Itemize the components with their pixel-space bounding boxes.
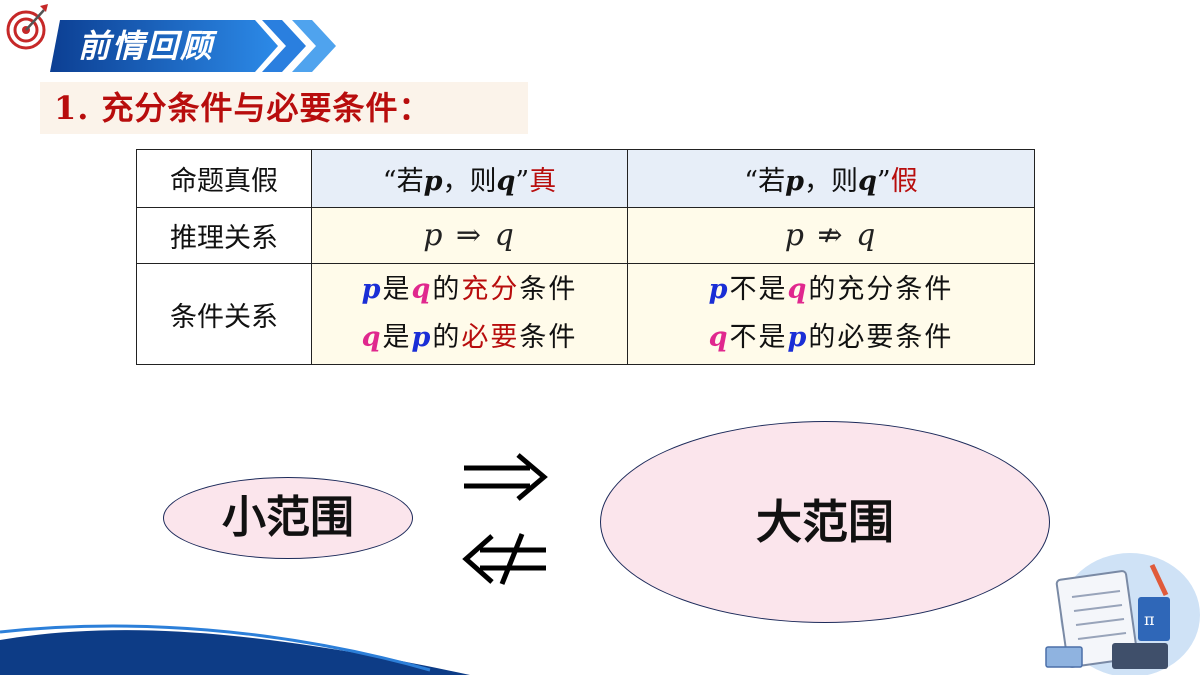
line-not-sufficient: p不是q的充分条件	[708, 274, 954, 305]
math-not-implies: p ⇏ q	[784, 218, 878, 253]
table-row: 条件关系 p是q的充分条件 q是p的必要条件 p不是q的充分条件 q不是p的必要…	[136, 263, 1035, 365]
implies-arrow-icon	[464, 453, 548, 501]
text: ”	[876, 166, 891, 197]
cell-if-p-then-q-false: “若p，则q”假	[627, 149, 1035, 208]
small-range-label: 小范围	[222, 492, 354, 543]
cell-label-condition: 条件关系	[136, 263, 312, 365]
var-q: q	[496, 166, 516, 197]
var-p: p	[423, 166, 443, 197]
cell-label-truth: 命题真假	[136, 149, 312, 208]
line-necessary: q是p的必要条件	[361, 322, 578, 353]
big-range-label: 大范围	[756, 495, 894, 549]
cell-sufficient-necessary: p是q的充分条件 q是p的必要条件	[311, 263, 628, 365]
tag-true: 真	[529, 166, 557, 197]
bottom-wave-decoration	[0, 624, 470, 675]
banner-title: 前情回顾	[78, 27, 215, 65]
math-notebook-illustration: π	[1045, 553, 1200, 675]
text: ，则	[804, 166, 858, 197]
tag-false: 假	[890, 166, 918, 197]
section-title: 1. 充分条件与必要条件：	[54, 89, 432, 127]
cell-if-p-then-q-true: “若p，则q”真	[311, 149, 628, 208]
text: “若	[744, 166, 786, 197]
text: “若	[382, 166, 424, 197]
svg-text:π: π	[1144, 610, 1155, 629]
condition-table: 命题真假 “若p，则q”真 “若p，则q”假 推理关系 p ⇒ q p ⇏ q …	[136, 149, 1035, 365]
text: ，则	[442, 166, 497, 197]
line-not-necessary: q不是p的必要条件	[708, 322, 954, 353]
text: ”	[515, 166, 530, 197]
small-range-ellipse: 小范围	[163, 477, 413, 559]
header-banner	[50, 20, 336, 72]
math-implies: p ⇒ q	[423, 218, 516, 253]
table-row: 命题真假 “若p，则q”真 “若p，则q”假	[136, 149, 1035, 208]
not-implied-arrow-icon	[462, 533, 546, 585]
section-heading: 1. 充分条件与必要条件：	[40, 82, 528, 134]
var-p: p	[785, 166, 804, 197]
table-row: 推理关系 p ⇒ q p ⇏ q	[136, 207, 1035, 264]
cell-not-implies: p ⇏ q	[627, 207, 1035, 264]
cell-not-sufficient-necessary: p不是q的充分条件 q不是p的必要条件	[627, 263, 1035, 365]
line-sufficient: p是q的充分条件	[361, 274, 578, 305]
cell-label-inference: 推理关系	[136, 207, 312, 264]
big-range-ellipse: 大范围	[600, 421, 1050, 623]
var-q: q	[858, 166, 877, 197]
target-dart-icon	[6, 4, 48, 50]
cell-implies: p ⇒ q	[311, 207, 628, 264]
